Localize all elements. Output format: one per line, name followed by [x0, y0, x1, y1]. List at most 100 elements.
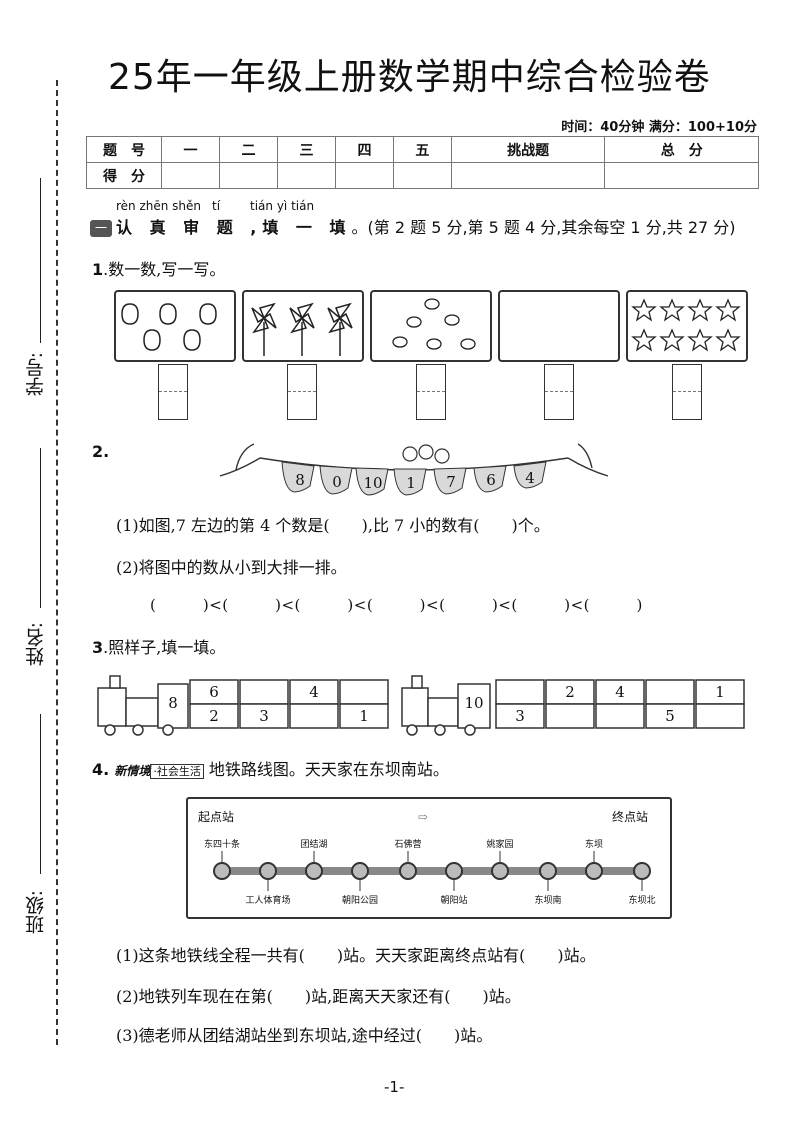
pinyin-3: tián yì tián [250, 199, 315, 213]
station-label: 姚家园 [486, 838, 513, 850]
q1-prompt: 1.数一数,写一写。 [92, 256, 225, 280]
name-label: 姓名: [25, 622, 47, 667]
q1-text: .数一数,写一写。 [103, 260, 226, 279]
q4-sub1: (1)这条地铁线全程一共有( )站。天天家距离终点站有( )站。 [116, 946, 596, 965]
student-no-label: 学号: [25, 352, 47, 397]
end-label: 终点站 [612, 809, 648, 824]
q2-sub1: (1)如图,7 左边的第 4 个数是( ),比 7 小的数有( )个。 [116, 516, 550, 535]
score-table: 题 号 一 二 三 四 五 挑战题 总 分 得 分 [86, 136, 759, 189]
section-badge: 一 [90, 220, 112, 237]
car-bottom-number: 3 [259, 707, 269, 725]
car-top-number: 1 [715, 683, 725, 701]
q4-text: 地铁路线图。天天家在东坝南站。 [208, 760, 449, 779]
flag-number: 10 [363, 474, 382, 492]
car-bottom-number: 5 [665, 707, 675, 725]
station-label: 工人体育场 [245, 894, 290, 906]
score-input-cell[interactable] [218, 162, 278, 189]
score-table-row: 题 号 一 二 三 四 五 挑战题 总 分 [86, 136, 759, 163]
answer-box[interactable] [544, 364, 574, 420]
section-title: 认 真 审 题 ,填 一 填 [116, 218, 352, 237]
car-bottom-number: 2 [209, 707, 219, 725]
score-input-cell[interactable] [276, 162, 336, 189]
car-bottom-number: 1 [359, 707, 369, 725]
subway-map: 起点站 ⇨ 终点站 东四十条 团结湖 石佛营 姚家园 东坝 工人体育场 朝阳公园… [186, 797, 672, 919]
car-top-number: 6 [209, 683, 219, 701]
station-label: 团结湖 [300, 838, 327, 850]
q2-order-row[interactable]: ( )<( )<( )<( )<( )<( )<( ) [150, 596, 643, 614]
table-cell: 四 [334, 136, 394, 163]
class-label: 班级: [25, 890, 47, 935]
q2-sub2: (2)将图中的数从小到大排一排。 [116, 558, 347, 577]
train-exercise: 10 2 4 1 3 5 [401, 675, 745, 736]
flag-number: 7 [446, 473, 456, 491]
binding-dashed-line [56, 80, 58, 1045]
score-input-cell[interactable] [604, 162, 759, 189]
page-title: 25年一年级上册数学期中综合检验卷 [108, 57, 711, 98]
table-cell: 得 分 [86, 162, 162, 189]
table-cell: 一 [161, 136, 220, 163]
station-label: 石佛营 [394, 838, 421, 850]
score-input-cell[interactable] [392, 162, 452, 189]
flag-number: 8 [295, 471, 305, 489]
student-no-line [40, 178, 41, 343]
station-label: 朝阳站 [440, 894, 467, 906]
score-table-row: 得 分 [86, 162, 759, 189]
empty-picture-box [498, 290, 620, 362]
pinyin-2: tí [212, 199, 221, 213]
table-cell: 三 [276, 136, 336, 163]
table-cell: 二 [218, 136, 278, 163]
car-top-number: 2 [565, 683, 575, 701]
page-number: -1- [384, 1078, 405, 1096]
pears-picture [114, 290, 236, 362]
q3-number: 3 [92, 638, 104, 657]
score-input-cell[interactable] [334, 162, 394, 189]
answer-box[interactable] [416, 364, 446, 420]
score-input-cell[interactable] [450, 162, 606, 189]
flag-number: 0 [332, 473, 342, 491]
car-bottom-number: 3 [515, 707, 525, 725]
flag-number: 1 [406, 474, 416, 492]
class-line [40, 714, 41, 874]
station-label: 东坝 [585, 838, 603, 850]
table-cell: 题 号 [86, 136, 162, 163]
station-label: 东坝北 [628, 894, 655, 906]
engine-number: 8 [168, 694, 178, 712]
direction-arrow: ⇨ [418, 810, 428, 824]
q4-sub3: (3)德老师从团结湖站坐到东坝站,途中经过( )站。 [116, 1026, 493, 1045]
answer-box[interactable] [672, 364, 702, 420]
table-cell: 挑战题 [450, 136, 606, 163]
table-cell: 总 分 [604, 136, 759, 163]
car-top-number: 4 [309, 683, 319, 701]
q3-text: .照样子,填一填。 [103, 638, 226, 657]
station-label: 东四十条 [204, 838, 240, 850]
answer-box[interactable] [158, 364, 188, 420]
birds-picture [370, 290, 492, 362]
name-line [40, 448, 41, 608]
q4-number: 4. [92, 760, 110, 779]
q3-prompt: 3.照样子,填一填。 [92, 634, 225, 658]
station-label: 东坝南 [534, 894, 561, 906]
q4-prompt: 4. 新情境·社会生活 地铁路线图。天天家在东坝南站。 [92, 756, 449, 780]
station-label: 朝阳公园 [342, 895, 378, 906]
topic-tag: ·社会生活 [150, 764, 204, 779]
flag-number: 4 [525, 469, 535, 487]
new-situation-tag: 新情境 [114, 764, 151, 778]
section-note: 。(第 2 题 5 分,第 5 题 4 分,其余每空 1 分,共 27 分) [351, 218, 736, 237]
train-example: 8 6 4 2 3 1 [97, 675, 389, 736]
pinyin-1: rèn zhēn shěn [116, 199, 202, 213]
q4-sub2: (2)地铁列车现在在第( )站,距离天天家还有( )站。 [116, 987, 521, 1006]
q1-number: 1 [92, 260, 104, 279]
engine-number: 10 [464, 694, 483, 712]
section-heading: 一认 真 审 题 ,填 一 填。(第 2 题 5 分,第 5 题 4 分,其余每… [90, 214, 736, 238]
table-cell: 五 [392, 136, 452, 163]
q2-number: 2. [92, 442, 110, 461]
pinwheels-picture [242, 290, 364, 362]
car-top-number: 4 [615, 683, 625, 701]
stars-picture [626, 290, 748, 362]
time-info: 时间：40分钟 满分：100+10分 [561, 120, 757, 135]
score-input-cell[interactable] [161, 162, 220, 189]
start-label: 起点站 [198, 810, 234, 824]
answer-box[interactable] [287, 364, 317, 420]
number-flags: 8 0 10 1 7 6 4 [219, 443, 609, 496]
flag-number: 6 [486, 471, 496, 489]
